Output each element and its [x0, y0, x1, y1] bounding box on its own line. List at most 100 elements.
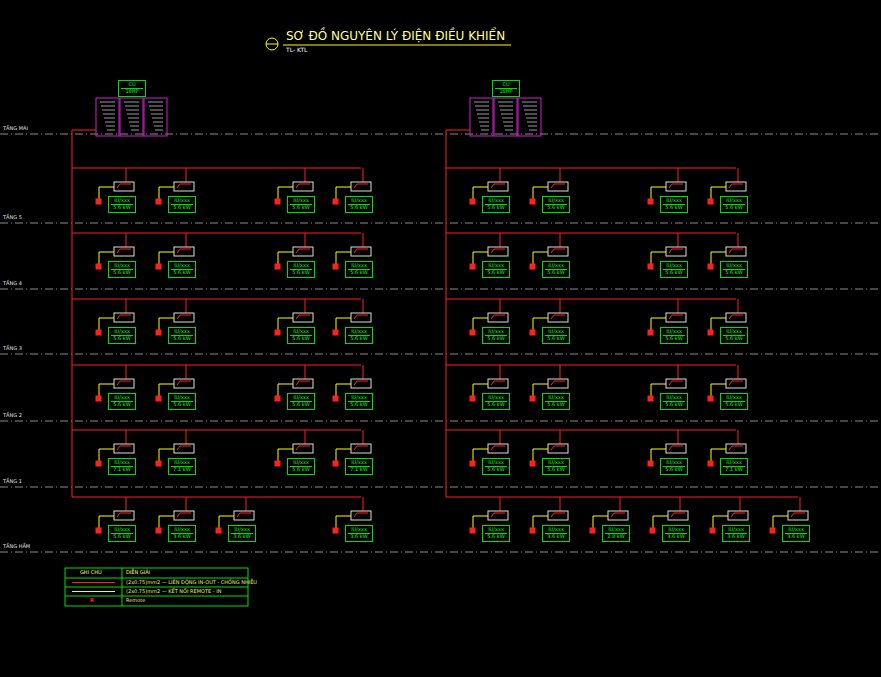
outdoor-hatch: [499, 106, 513, 107]
indoor-unit: [351, 444, 371, 453]
indoor-unit-detail: [551, 184, 565, 188]
control-drop: [363, 430, 364, 444]
indoor-unit-detail: [671, 513, 685, 517]
control-drop: [560, 430, 561, 444]
outdoor-hatch: [523, 106, 537, 107]
control-drop: [363, 168, 364, 182]
unit-capacity: 3.6 kW: [785, 533, 807, 540]
remote-symbol: [648, 330, 653, 335]
control-bus: [446, 233, 736, 234]
indoor-unit-detail: [551, 513, 565, 517]
outdoor-hatch: [127, 114, 139, 115]
unit-capacity: 5.6 kW: [111, 204, 133, 211]
indoor-label-box: IU/xxx5.6 kW: [168, 261, 196, 278]
outdoor-hatch: [528, 126, 537, 127]
indoor-unit-detail: [551, 446, 565, 450]
control-drop: [246, 497, 247, 511]
indoor-unit-detail: [491, 446, 505, 450]
unit-capacity: 3.6 kW: [665, 533, 687, 540]
indoor-unit-detail: [731, 513, 745, 517]
outdoor-hatch: [477, 114, 489, 115]
legend-sample-line: [72, 582, 115, 583]
remote-symbol: [648, 461, 653, 466]
control-drop: [305, 299, 306, 313]
remote-symbol: [470, 199, 475, 204]
unit-capacity: 5.6 kW: [290, 466, 312, 473]
indoor-unit: [548, 313, 568, 322]
outdoor-hatch: [106, 126, 115, 127]
indoor-unit-detail: [491, 315, 505, 319]
indoor-label-box: IU/xxx5.6 kW: [345, 261, 373, 278]
outdoor-hatch: [154, 126, 163, 127]
remote-symbol: [156, 396, 161, 401]
indoor-unit: [351, 379, 371, 388]
legend-header: DIỄN GIẢI: [126, 570, 150, 576]
indoor-unit-detail: [354, 249, 368, 253]
control-drop: [186, 168, 187, 182]
indoor-unit-detail: [117, 446, 131, 450]
control-drop: [678, 233, 679, 247]
remote-symbol: [530, 199, 535, 204]
control-trunk: [72, 130, 96, 131]
control-drop: [560, 168, 561, 182]
control-drop: [305, 168, 306, 182]
remote-symbol: [530, 264, 535, 269]
control-drop: [363, 365, 364, 379]
indoor-unit-detail: [669, 446, 683, 450]
remote-symbol: [275, 199, 280, 204]
indoor-unit: [114, 313, 134, 322]
indoor-unit: [488, 379, 508, 388]
control-drop: [620, 497, 621, 511]
control-drop: [560, 299, 561, 313]
indoor-unit-detail: [354, 381, 368, 385]
outdoor-label-box: CU18HP: [492, 80, 520, 97]
title-text: SƠ ĐỒ NGUYÊN LÝ ĐIỆN ĐIỀU KHIỂN: [286, 30, 505, 43]
unit-capacity: 5.6 kW: [348, 335, 370, 342]
indoor-unit: [726, 379, 746, 388]
indoor-unit: [548, 511, 568, 520]
unit-capacity: 5.6 kW: [111, 533, 133, 540]
unit-capacity: 5.6 kW: [111, 269, 133, 276]
indoor-unit-detail: [491, 184, 505, 188]
indoor-label-box: IU/xxx5.6 kW: [720, 327, 748, 344]
control-drop: [500, 168, 501, 182]
indoor-unit-detail: [551, 381, 565, 385]
remote-symbol: [708, 461, 713, 466]
indoor-label-box: IU/xxx5.6 kW: [660, 261, 688, 278]
outdoor-hatch: [124, 102, 139, 103]
indoor-label-box: IU/xxx5.6 kW: [345, 196, 373, 213]
remote-symbol: [216, 528, 221, 533]
indoor-unit-detail: [117, 315, 131, 319]
remote-symbol: [648, 264, 653, 269]
control-drop: [738, 299, 739, 313]
control-drop: [126, 497, 127, 511]
control-drop: [305, 233, 306, 247]
legend-grid: [65, 578, 248, 579]
remote-symbol: [333, 396, 338, 401]
indoor-unit: [608, 511, 628, 520]
control-drop: [560, 365, 561, 379]
outdoor-unit: [518, 98, 541, 136]
indoor-label-box: IU/xxx5.6 kW: [108, 261, 136, 278]
unit-capacity: 7.1 kW: [111, 466, 133, 473]
outdoor-unit: [120, 98, 143, 136]
remote-symbol: [156, 199, 161, 204]
unit-capacity: 3.6 kW: [171, 533, 193, 540]
outdoor-hatch: [153, 122, 163, 123]
unit-capacity: 5.6 kW: [545, 466, 567, 473]
floor-name: TẦNG HẦM: [3, 544, 30, 550]
indoor-unit: [174, 182, 194, 191]
remote-symbol: [470, 528, 475, 533]
indoor-unit-detail: [354, 446, 368, 450]
indoor-label-box: IU/xxx5.6 kW: [542, 393, 570, 410]
legend-frame: [65, 568, 248, 606]
indoor-label-box: IU/xxx5.6 kW: [168, 327, 196, 344]
unit-capacity: 5.6 kW: [290, 335, 312, 342]
indoor-unit: [488, 313, 508, 322]
unit-capacity: 3.6 kW: [348, 533, 370, 540]
indoor-label-box: IU/xxx7.1 kW: [168, 458, 196, 475]
indoor-unit-detail: [354, 315, 368, 319]
control-drop: [500, 299, 501, 313]
unit-capacity: 5.6 kW: [348, 401, 370, 408]
outdoor-hatch: [100, 102, 115, 103]
